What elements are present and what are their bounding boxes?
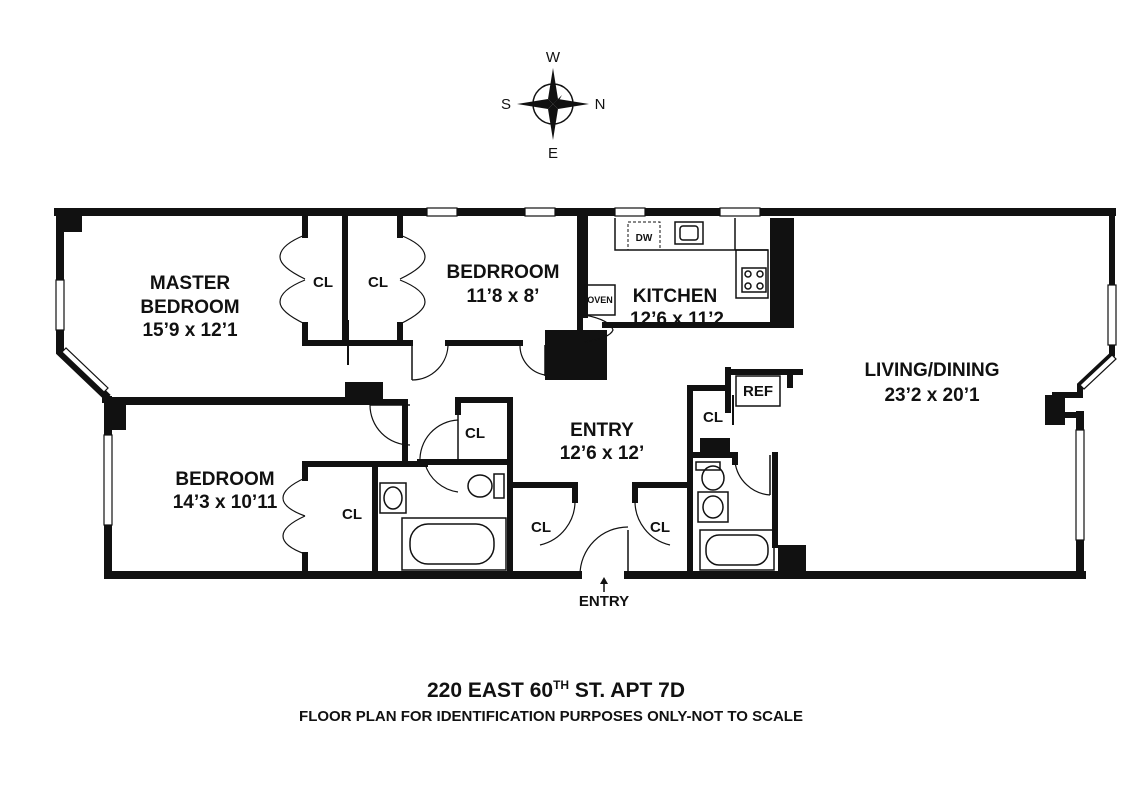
plan-subtitle: FLOOR PLAN FOR IDENTIFICATION PURPOSES O… <box>299 708 803 725</box>
room-labels: MASTER BEDROOM 15’9 x 12’1 BEDRROOM 11’8… <box>140 262 999 513</box>
closet-label-ref: CL <box>703 409 723 426</box>
living-dining-size: 23’2 x 20’1 <box>884 385 980 406</box>
bedroom-left-name: BEDROOM <box>175 469 274 490</box>
dishwasher-label: DW <box>636 233 653 244</box>
bedroom-top-size: 11’8 x 8’ <box>467 286 540 307</box>
door-swings <box>279 234 771 576</box>
plan-title: 220 EAST 60TH ST. APT 7D <box>427 678 685 702</box>
closet-label-bedroom-top: CL <box>368 274 388 291</box>
wall-blocks <box>58 212 1065 575</box>
kitchen-fixtures <box>584 218 781 407</box>
title-block: 220 EAST 60TH ST. APT 7D FLOOR PLAN FOR … <box>299 678 803 725</box>
bedroom-top-name: BEDRROOM <box>447 262 560 283</box>
entry-room-size: 12’6 x 12’ <box>560 443 645 464</box>
master-bedroom-size: 15’9 x 12’1 <box>142 320 238 341</box>
oven-label: OVEN <box>587 295 613 305</box>
closet-label-entry-right: CL <box>650 519 670 536</box>
master-bedroom-name-line1: MASTER <box>150 273 231 294</box>
bathroom-fixtures <box>379 461 775 571</box>
interior-walls <box>100 212 803 578</box>
appliance-labels: DW OVEN REF <box>587 233 773 400</box>
arrow-up-icon <box>600 577 608 584</box>
entry-marker: ENTRY <box>579 577 629 610</box>
entry-room-name: ENTRY <box>570 420 634 441</box>
living-dining-name: LIVING/DINING <box>864 360 999 381</box>
refrigerator-label: REF <box>743 383 773 400</box>
windows <box>55 207 1117 541</box>
compass-west-label: W <box>546 49 561 66</box>
compass-south-label: S <box>501 96 511 113</box>
closet-label-hall: CL <box>465 425 485 442</box>
closet-labels: CL CL CL CL CL CL CL <box>313 274 723 536</box>
closet-label-master: CL <box>313 274 333 291</box>
compass-rose: W E S N <box>501 49 605 162</box>
bedroom-left-size: 14’3 x 10’11 <box>173 492 278 513</box>
compass-east-label: E <box>548 145 558 162</box>
compass-north-label: N <box>595 96 606 113</box>
kitchen-size: 12’6 x 11’2 <box>630 309 724 330</box>
master-bedroom-name-line2: BEDROOM <box>140 297 239 318</box>
closet-label-bedroom-left: CL <box>342 506 362 523</box>
closet-label-entry-left: CL <box>531 519 551 536</box>
kitchen-name: KITCHEN <box>633 286 717 307</box>
entry-marker-label: ENTRY <box>579 593 629 610</box>
